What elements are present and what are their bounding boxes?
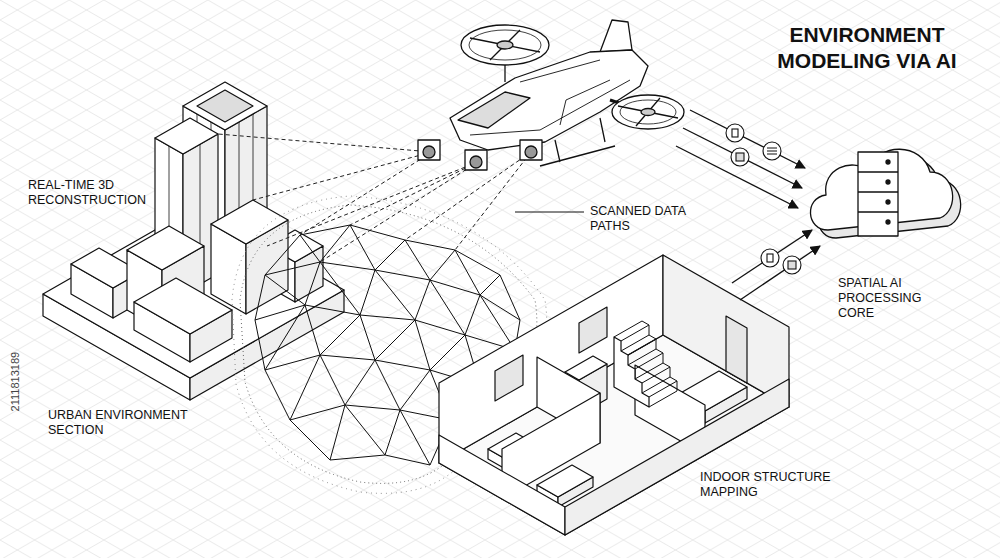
drone-part (423, 146, 435, 158)
terrain-mesh-part (290, 405, 450, 465)
scan-lines-part (253, 152, 432, 200)
city-model-part (197, 90, 253, 122)
drone-part (520, 140, 542, 160)
drone-part (470, 30, 540, 60)
stock-id-watermark: 2111813189 (9, 342, 22, 422)
terrain-mesh-part (290, 405, 450, 420)
section-label: INDOOR STRUCTURE MAPPING (700, 470, 840, 500)
data-icons-part (761, 249, 779, 267)
scan-lines-part (218, 134, 432, 152)
drone-part (618, 98, 678, 126)
floor-plan-part (726, 316, 747, 383)
drone-part (470, 156, 482, 168)
leader-line (515, 212, 584, 213)
floor-plan-part (537, 465, 593, 497)
drone-part (600, 20, 632, 52)
data-icons-part (732, 129, 738, 137)
drone-part (465, 150, 487, 170)
section-label: REAL-TIME 3D RECONSTRUCTION (28, 178, 153, 208)
terrain-mesh-part (265, 225, 520, 320)
leader-line-part (515, 212, 584, 213)
drone-part (525, 146, 537, 158)
floor-plan-part (565, 379, 789, 535)
data-arrows-part (690, 110, 805, 168)
city-model-part (134, 278, 232, 334)
cloud-server-part (886, 200, 890, 204)
floor-plan-part (439, 435, 565, 535)
data-arrows-part (740, 246, 820, 300)
drone (418, 20, 684, 170)
data-arrows (676, 110, 820, 300)
cloud-server-part (858, 172, 898, 212)
drone-part (641, 109, 655, 116)
scan-lines-part (300, 152, 432, 235)
terrain-mesh-part (265, 262, 520, 320)
callout-label: SCANNED DATA PATHS (590, 204, 700, 234)
section-label: SPATIAL AI PROCESSING CORE (838, 276, 938, 321)
floor-plan-part (614, 337, 649, 407)
data-icons-part (767, 254, 773, 262)
drone-part (540, 118, 615, 166)
floor-plan-part (495, 355, 523, 401)
cloud-server-part (886, 220, 890, 224)
scan-lines-part (320, 162, 478, 262)
data-icons-part (788, 261, 796, 269)
city-model-part (155, 118, 218, 154)
data-icons-part (783, 256, 801, 274)
cloud-server (810, 149, 960, 238)
data-icons-part (736, 153, 744, 161)
floor-plan-part (614, 321, 677, 407)
data-icons (726, 124, 801, 274)
data-arrows-part (732, 230, 812, 283)
drone-part (461, 25, 549, 65)
data-icons-part (767, 148, 777, 154)
drone-part (620, 100, 676, 124)
drone-part (469, 30, 541, 60)
scan-lines (218, 134, 531, 262)
scan-lines-part (267, 162, 478, 246)
data-icons-part (726, 124, 744, 142)
drone-part (612, 95, 684, 129)
terrain-mesh-part (255, 305, 515, 350)
terrain-mesh-part (255, 262, 520, 350)
data-icons-part (763, 142, 781, 160)
drone-part (497, 41, 513, 49)
cloud-server-part (886, 160, 890, 164)
cloud-server-part (858, 152, 898, 236)
city-model-part (127, 226, 204, 270)
city-model-part (211, 200, 288, 244)
section-label: URBAN ENVIRONMENT SECTION (48, 408, 203, 438)
cloud-server-part (886, 180, 890, 184)
scan-lines-part (350, 162, 478, 225)
data-icons-part (731, 148, 749, 166)
diagram-title: ENVIRONMENT MODELING VIA AI (752, 22, 982, 75)
city-model (43, 82, 344, 400)
floor-plan-part (579, 307, 607, 353)
drone-part (458, 92, 530, 128)
drone-part (450, 50, 648, 150)
terrain-mesh-part (330, 455, 430, 465)
drone-part (418, 140, 440, 160)
